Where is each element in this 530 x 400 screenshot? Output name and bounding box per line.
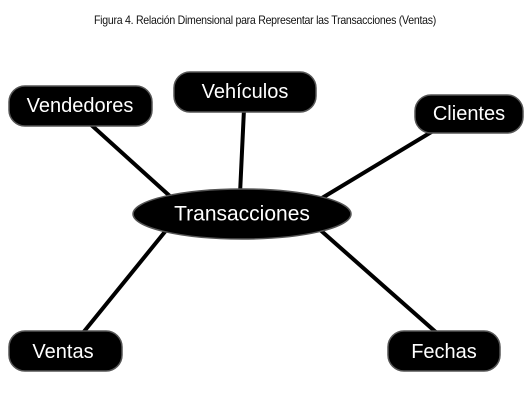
connector-fechas [316,226,440,336]
connector-clientes [320,126,440,200]
node-vehiculos-label: Vehículos [202,81,289,103]
center-label: Transacciones [174,203,310,226]
center-ellipse [132,188,352,240]
node-fechas: Fechas [387,330,501,372]
node-vendedores-label: Vendedores [27,95,134,117]
node-fechas-label: Fechas [411,341,477,363]
node-ventas: Ventas [8,330,123,372]
center-node-transacciones: Transacciones [132,188,352,240]
node-ventas-label: Ventas [32,341,93,363]
node-vendedores: Vendedores [8,85,153,127]
node-vehiculos: Vehículos [173,71,317,113]
connector-ventas [80,226,170,336]
node-clientes-label: Clientes [433,103,505,125]
connector-vendedores [86,120,174,200]
connector-vehiculos [238,107,246,196]
figure-caption: Figura 4. Relación Dimensional para Repr… [93,13,437,27]
connectors [80,107,440,336]
node-clientes: Clientes [414,94,524,134]
